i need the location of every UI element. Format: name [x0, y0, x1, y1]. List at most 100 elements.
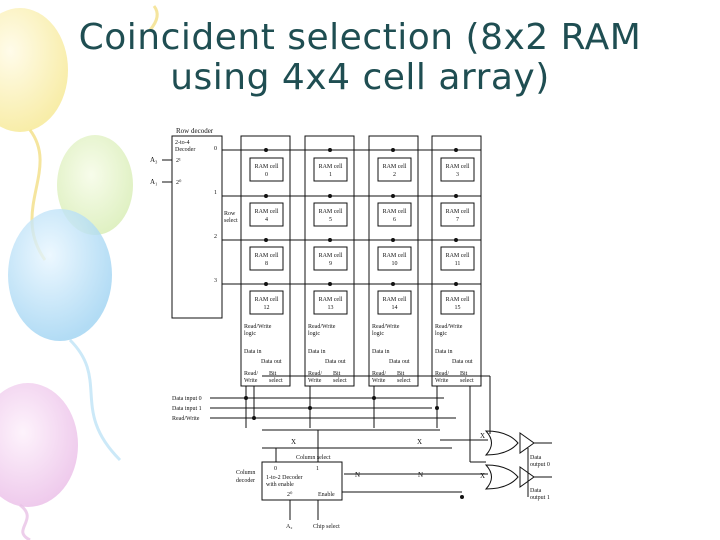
cross-mark: X [480, 432, 485, 440]
bit-select-label: Bit [397, 371, 405, 377]
column-decoder-pin: 2⁰ [287, 491, 293, 498]
junction-dot [264, 148, 268, 152]
slide-title: Coincident selection (8x2 RAM using 4x4 … [0, 18, 720, 98]
junction-dot [391, 148, 395, 152]
column-decoder-box [261, 461, 343, 501]
column-address-a2: A₂ [286, 524, 292, 530]
yellow-balloon [0, 8, 68, 132]
ram-cell-box [377, 246, 412, 271]
column-decoder-mode: with enable [266, 482, 294, 488]
ram-cell-label: RAM cell [383, 164, 407, 170]
ram-cell-label: RAM cell [446, 253, 470, 259]
junction-dot [244, 396, 248, 400]
ram-cell-label: RAM cell [446, 164, 470, 170]
row-decoder-heading: Row decoder [176, 127, 214, 135]
row-decoder-box [171, 135, 223, 319]
bit-select-label: Bit [269, 371, 277, 377]
ram-cell-label: RAM cell [255, 297, 279, 303]
junction-dot [328, 282, 332, 286]
column-decoder-enable: Enable [318, 492, 335, 498]
column-select-label: Column select [296, 455, 331, 461]
column-box-3 [431, 135, 482, 387]
row-select-label-1: Row [224, 211, 236, 217]
balloon-string [19, 503, 31, 540]
cross-mark: X [480, 472, 485, 480]
ram-cell-label: RAM cell [319, 297, 343, 303]
cross-mark: X [417, 438, 422, 446]
ram-cell-label: RAM cell [255, 253, 279, 259]
column-box-1 [304, 135, 355, 387]
rw-logic-label: logic [308, 331, 320, 337]
ram-cell-label: RAM cell [255, 209, 279, 215]
blue-balloon [8, 209, 112, 341]
ram-cell-label: RAM cell [383, 253, 407, 259]
data-in-label: Data in [435, 349, 453, 355]
junction-dot [252, 416, 256, 420]
ram-cell-number: 11 [455, 261, 461, 267]
row-decoder-type-2: Decoder [175, 147, 195, 153]
ram-cell-number: 3 [456, 172, 459, 178]
junction-dot [435, 406, 439, 410]
column-decoder-label-1: Column [236, 470, 255, 476]
ram-cell-box [440, 246, 475, 271]
junction-dot [328, 238, 332, 242]
bit-select-label: select [333, 378, 347, 384]
ram-cell-box [377, 157, 412, 182]
read-write-label: Read/Write [172, 416, 200, 422]
or-gate-0 [484, 430, 519, 456]
bit-select-label: select [460, 378, 474, 384]
junction-dot [391, 194, 395, 198]
rw-logic-label: Read/Write [372, 324, 400, 330]
column-decoder-label-2: decoder [236, 478, 255, 484]
bit-select-label: select [397, 378, 411, 384]
balloon-string [68, 338, 122, 462]
ram-cell-box [249, 246, 284, 271]
rw-logic-label: logic [372, 331, 384, 337]
row-output-0: 0 [214, 146, 217, 152]
junction-dot [391, 282, 395, 286]
junction-dot [460, 495, 464, 499]
rw-logic-label: logic [435, 331, 447, 337]
column-box-2 [368, 135, 419, 387]
title-line-2: using 4x4 cell array) [170, 57, 550, 98]
read-write-label: Read/ [435, 371, 449, 377]
curl-ribbon [148, 5, 159, 31]
row-output-1: 1 [214, 190, 217, 196]
ram-cell-box [440, 290, 475, 315]
junction-dot [454, 194, 458, 198]
column-decoder-out1: 1 [316, 466, 319, 472]
ram-cell: RAM cell 0 [249, 157, 284, 182]
ram-cell-label: RAM cell [446, 209, 470, 215]
row-select-label-2: select [224, 218, 238, 224]
rw-logic-label: Read/Write [244, 324, 272, 330]
data-output-0-label-1: Data [530, 455, 542, 461]
read-write-label: Read/ [244, 371, 258, 377]
row-decoder-type-1: 2-to-4 [175, 140, 190, 146]
row-output-2: 2 [214, 234, 217, 240]
rw-logic-label: Read/Write [435, 324, 463, 330]
ram-cell-number: 0 [265, 172, 268, 178]
ram-cell-number: 9 [329, 261, 332, 267]
ram-cell: RAM cell 11 [440, 246, 475, 271]
address-a-high: A₃ [150, 156, 158, 164]
bit-select-label: Bit [333, 371, 341, 377]
ram-cell-box [313, 246, 348, 271]
cross-mark: N [418, 471, 423, 479]
or-gate-1 [484, 464, 519, 490]
ram-cell-label: RAM cell [319, 253, 343, 259]
data-output-1-label-1: Data [530, 488, 542, 494]
data-in-label: Data in [372, 349, 390, 355]
ram-cell-box [313, 290, 348, 315]
ram-cell-label: RAM cell [255, 164, 279, 170]
cross-mark: X [291, 438, 296, 446]
read-write-label: Write [308, 378, 322, 384]
read-write-label: Write [435, 378, 449, 384]
ram-cell-box [313, 157, 348, 182]
ram-cell-box [313, 202, 348, 227]
